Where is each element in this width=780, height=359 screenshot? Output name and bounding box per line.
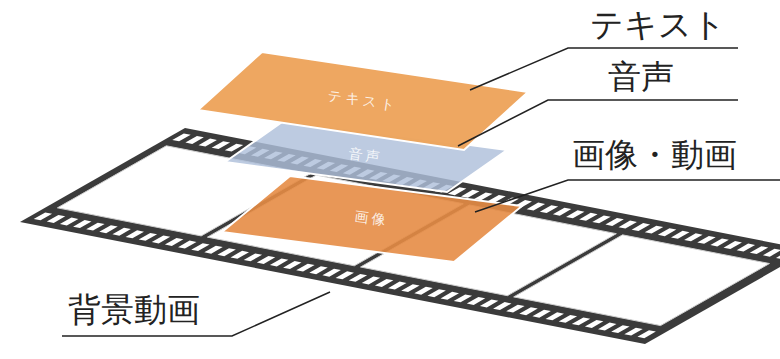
film-perforation [532,310,550,318]
film-perforation [152,235,170,243]
film-perforation [519,307,537,315]
callout-label: 音声 [608,60,674,93]
film-perforation [579,213,597,221]
film-perforation [309,266,327,274]
film-perforation [375,279,393,287]
film-perforation [566,210,584,218]
film-perforation [414,287,432,295]
film-perforation [165,238,183,246]
film-perforation [671,231,689,239]
film-perforation [204,246,222,254]
film-perforation [585,320,603,328]
film-perforation [112,228,130,236]
film-perforation [454,294,472,302]
film-perforation [231,251,249,259]
film-perforation [362,276,380,284]
sheet-shape [225,120,507,192]
film-perforation [697,236,715,244]
film-perforation [467,297,485,305]
film-perforation [480,300,498,308]
film-perforation [212,141,230,149]
film-perforation [99,225,117,233]
film-perforation [126,230,144,238]
film-perforation [776,251,780,259]
film-perforation [474,192,492,200]
film-perforation [270,259,288,267]
film-perforation [461,190,479,198]
callout-label: 画像・動画 [572,138,737,171]
film-perforation [763,249,780,257]
sheet-shape [222,176,522,262]
film-perforation [86,223,104,231]
film-perforation [60,218,78,226]
film-perforation [559,315,577,323]
film-perforation [506,305,524,313]
callout-label: 背景動画 [68,293,200,326]
film-perforation [191,243,209,251]
film-perforation [73,220,91,228]
film-perforation [388,282,406,290]
film-perforation [632,223,650,231]
leader-line [62,292,330,336]
film-perforation [637,330,655,338]
film-perforation [684,233,702,241]
film-perforation [645,226,663,234]
leader-line [470,48,738,90]
film-perforation [540,205,558,213]
film-perforation [178,241,196,249]
film-perforation [546,312,564,320]
film-perforation [139,233,157,241]
film-perforation [493,302,511,310]
film-perforation [592,215,610,223]
film-perforation [553,208,571,216]
film-perforation [598,323,616,331]
film-perforation [710,238,728,246]
film-perforation [611,325,629,333]
layer-sheet: 画像 [222,176,522,262]
film-perforation [172,133,190,141]
film-perforation [658,228,676,236]
film-frame [514,235,770,326]
film-perforation [217,248,235,256]
film-perforation [336,271,354,279]
sheet-shape [198,52,528,150]
film-perforation [427,289,445,297]
film-perforation [283,261,301,269]
film-perforation [527,203,545,211]
film-perforation [572,317,590,325]
film-perforation [34,212,52,220]
film-perforation [322,269,340,277]
film-perforation [47,215,65,223]
film-perforation [349,274,367,282]
film-perforation [401,284,419,292]
film-perforation [441,292,459,300]
callout-label: テキスト [590,8,726,41]
film-perforation [619,221,637,229]
film-perforation [750,246,768,254]
film-perforation [257,256,275,264]
film-perforation [605,218,623,226]
film-perforation [624,328,642,336]
film-perforation [737,244,755,252]
film-perforation [185,136,203,144]
film-perforation [199,139,217,147]
film-perforation [296,264,314,272]
film-perforation [244,253,262,261]
film-perforation [724,241,742,249]
